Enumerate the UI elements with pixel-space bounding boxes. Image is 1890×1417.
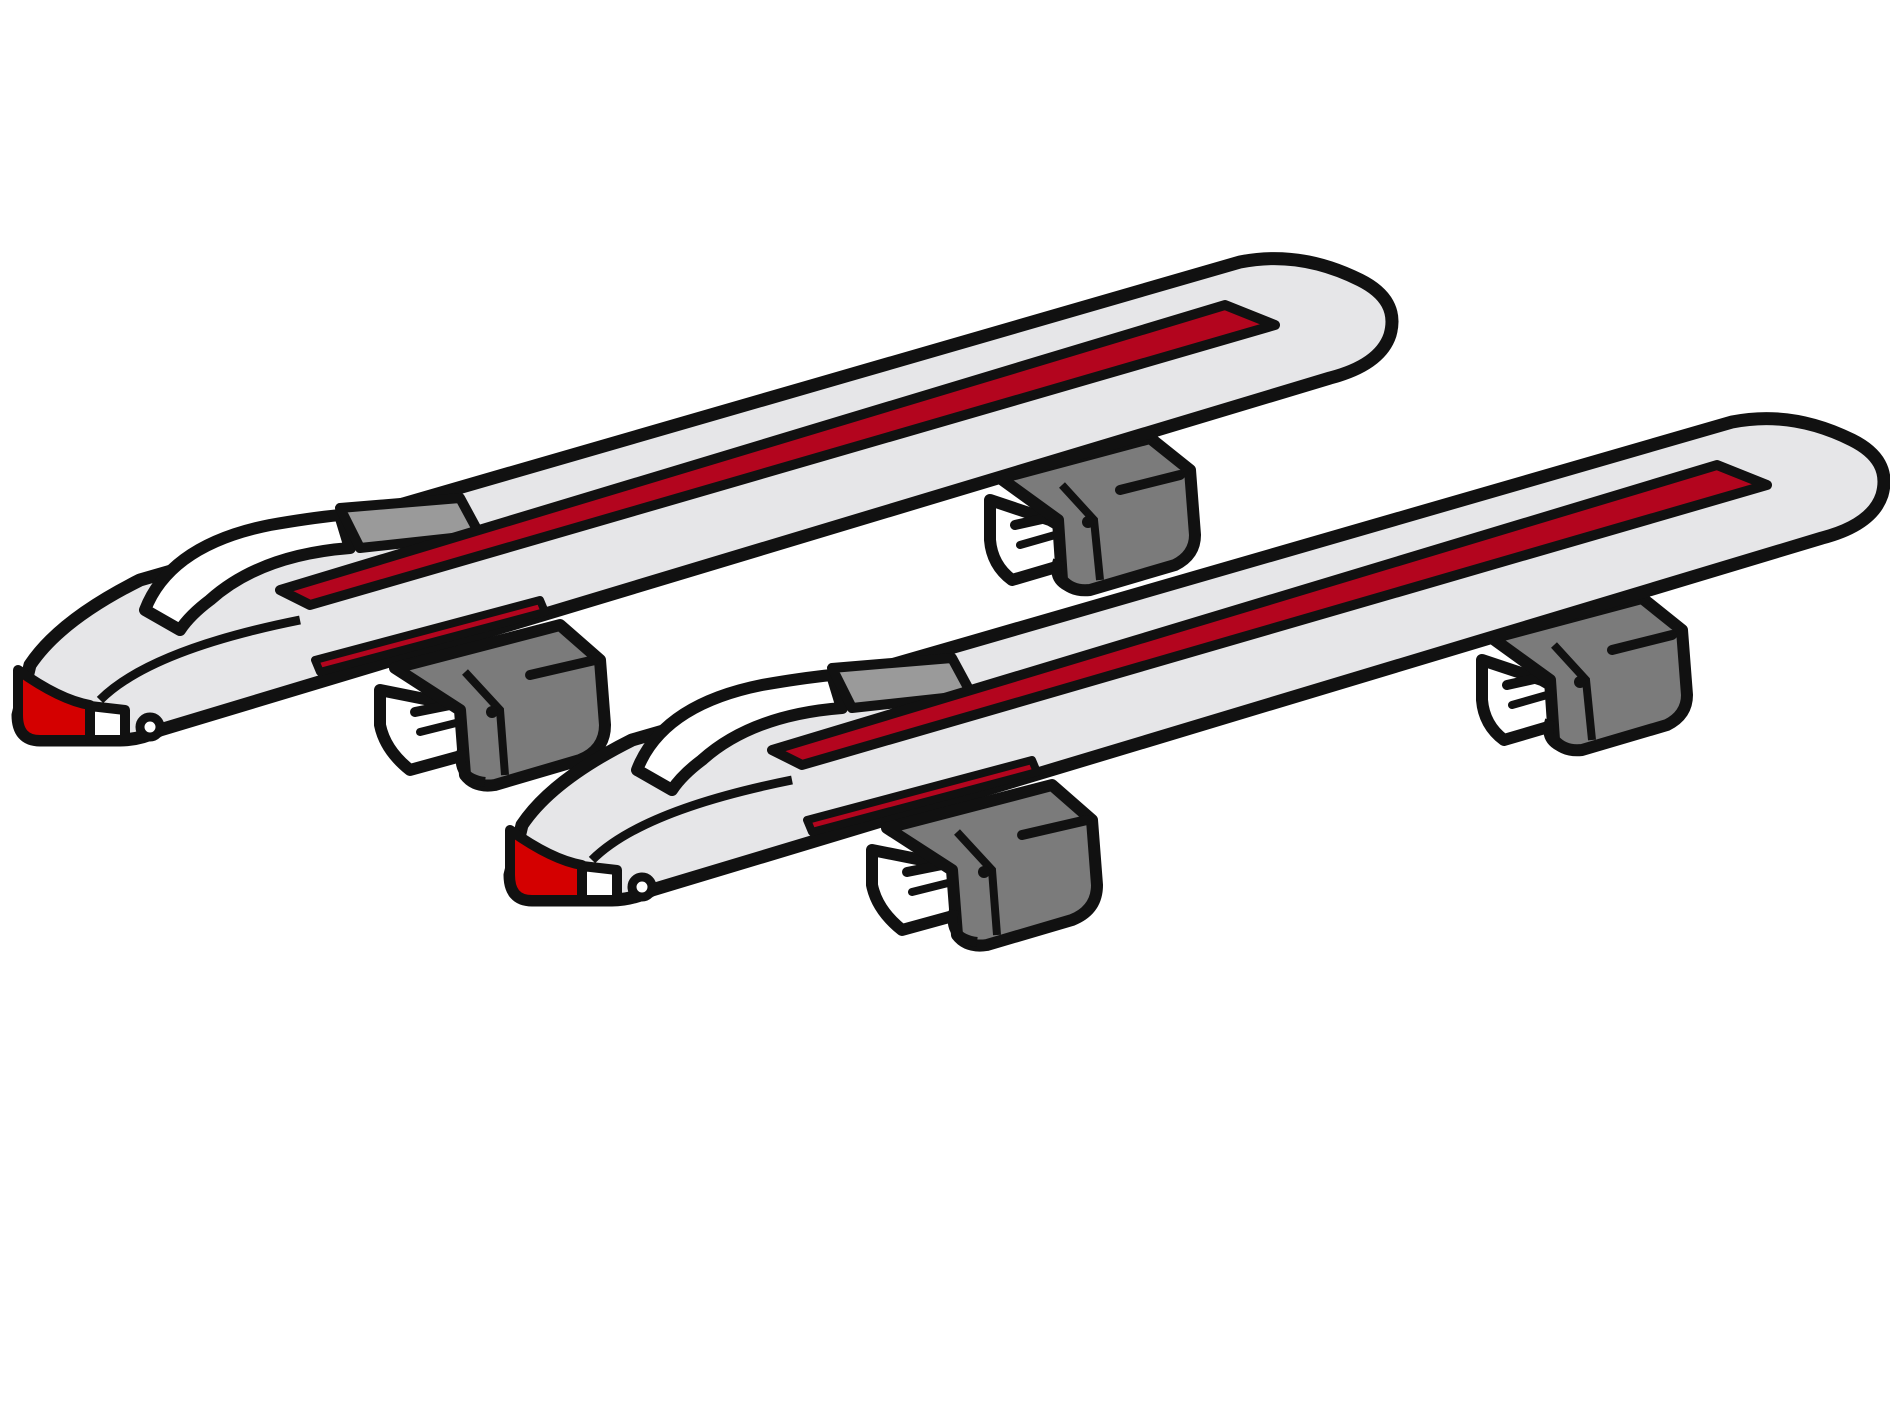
roof-rack-illustration: [0, 0, 1890, 1417]
roof-bars-drawing: [0, 0, 1890, 1417]
